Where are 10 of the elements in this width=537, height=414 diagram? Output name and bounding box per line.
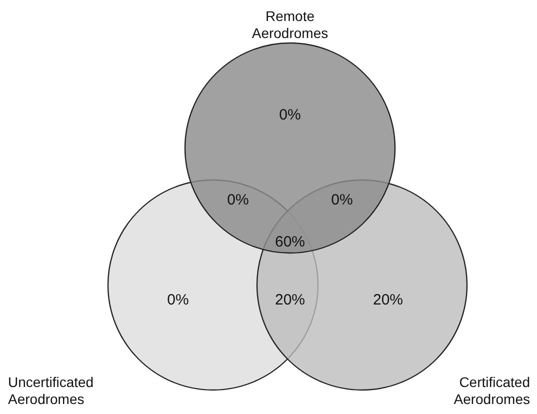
percentage-label: 0% xyxy=(279,106,301,124)
percentage-label: 0% xyxy=(331,192,353,208)
circle-title: Certificated Aerodromes xyxy=(452,374,530,408)
percentage-label: 60% xyxy=(274,234,306,250)
percentage-label: 0% xyxy=(227,192,249,208)
percentage-label: 20% xyxy=(372,292,404,308)
percentage-label: 20% xyxy=(274,292,306,308)
percentage-label: 0% xyxy=(167,292,189,308)
circle-title: Remote Aerodromes xyxy=(250,8,330,42)
circle-title: Uncertificated Aerodromes xyxy=(8,374,95,408)
